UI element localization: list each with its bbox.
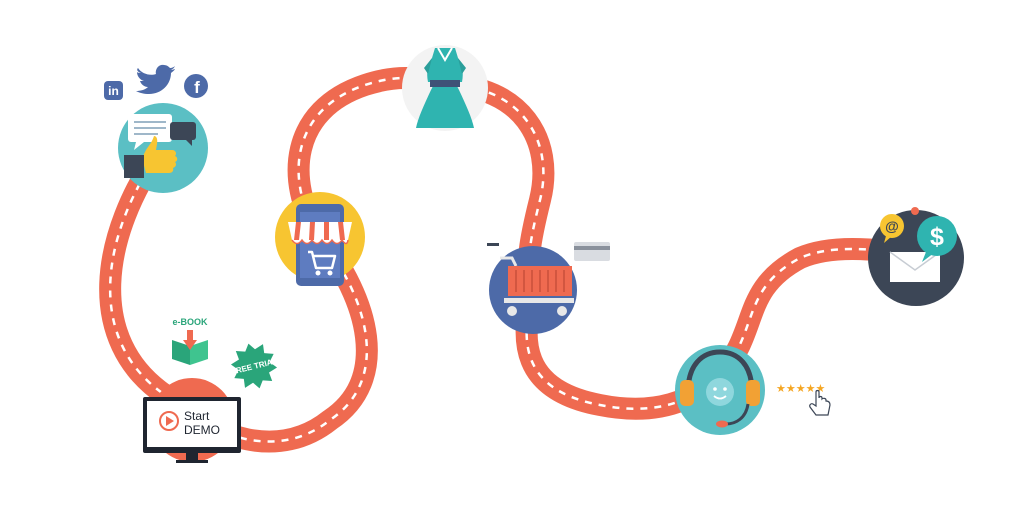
dollar-symbol: $ bbox=[930, 223, 944, 251]
demo-demo-text: DEMO bbox=[184, 423, 220, 437]
demo-start-text: Start bbox=[184, 409, 210, 423]
motion-dash bbox=[487, 243, 499, 246]
ebook-icon: e-BOOK bbox=[172, 317, 208, 365]
star-rating-icon: ★★★★★ bbox=[776, 383, 825, 395]
linkedin-letter: in bbox=[108, 84, 119, 98]
facebook-letter: f bbox=[194, 78, 200, 97]
rating-stars: ★★★★★ bbox=[776, 383, 825, 395]
storefront-phone-icon bbox=[288, 204, 352, 286]
credit-card-icon bbox=[574, 242, 610, 261]
stop-customer-support bbox=[675, 345, 765, 435]
shopping-cart-icon bbox=[500, 256, 574, 316]
email-dollar-icon: @ $ bbox=[880, 207, 957, 282]
social-icons-group: in f bbox=[104, 64, 208, 100]
ebook-label: e-BOOK bbox=[172, 317, 208, 327]
monitor-icon bbox=[143, 397, 241, 463]
twitter-icon bbox=[136, 64, 175, 94]
stop-payment-followup: @ $ bbox=[868, 207, 964, 306]
linkedin-icon: in bbox=[104, 81, 123, 100]
stop-product bbox=[402, 45, 488, 131]
dress-icon bbox=[416, 47, 474, 128]
stop-online-store bbox=[275, 192, 365, 286]
free-trial-badge: FREE TRIAL bbox=[230, 343, 278, 389]
thumbs-up-chat-icon bbox=[124, 114, 196, 178]
facebook-icon: f bbox=[184, 74, 208, 98]
stop-start-demo: Start DEMO bbox=[143, 378, 241, 463]
at-symbol: @ bbox=[885, 218, 899, 234]
stop-checkout-cart bbox=[489, 246, 577, 334]
headset-support-icon bbox=[680, 349, 760, 428]
stop-social-engagement bbox=[118, 103, 208, 193]
pointer-hand-icon bbox=[809, 389, 831, 416]
